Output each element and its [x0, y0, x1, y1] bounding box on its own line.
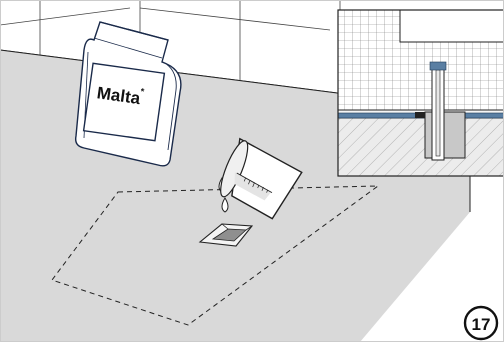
step-number: 17	[472, 315, 491, 334]
cross-section-detail	[338, 10, 504, 176]
